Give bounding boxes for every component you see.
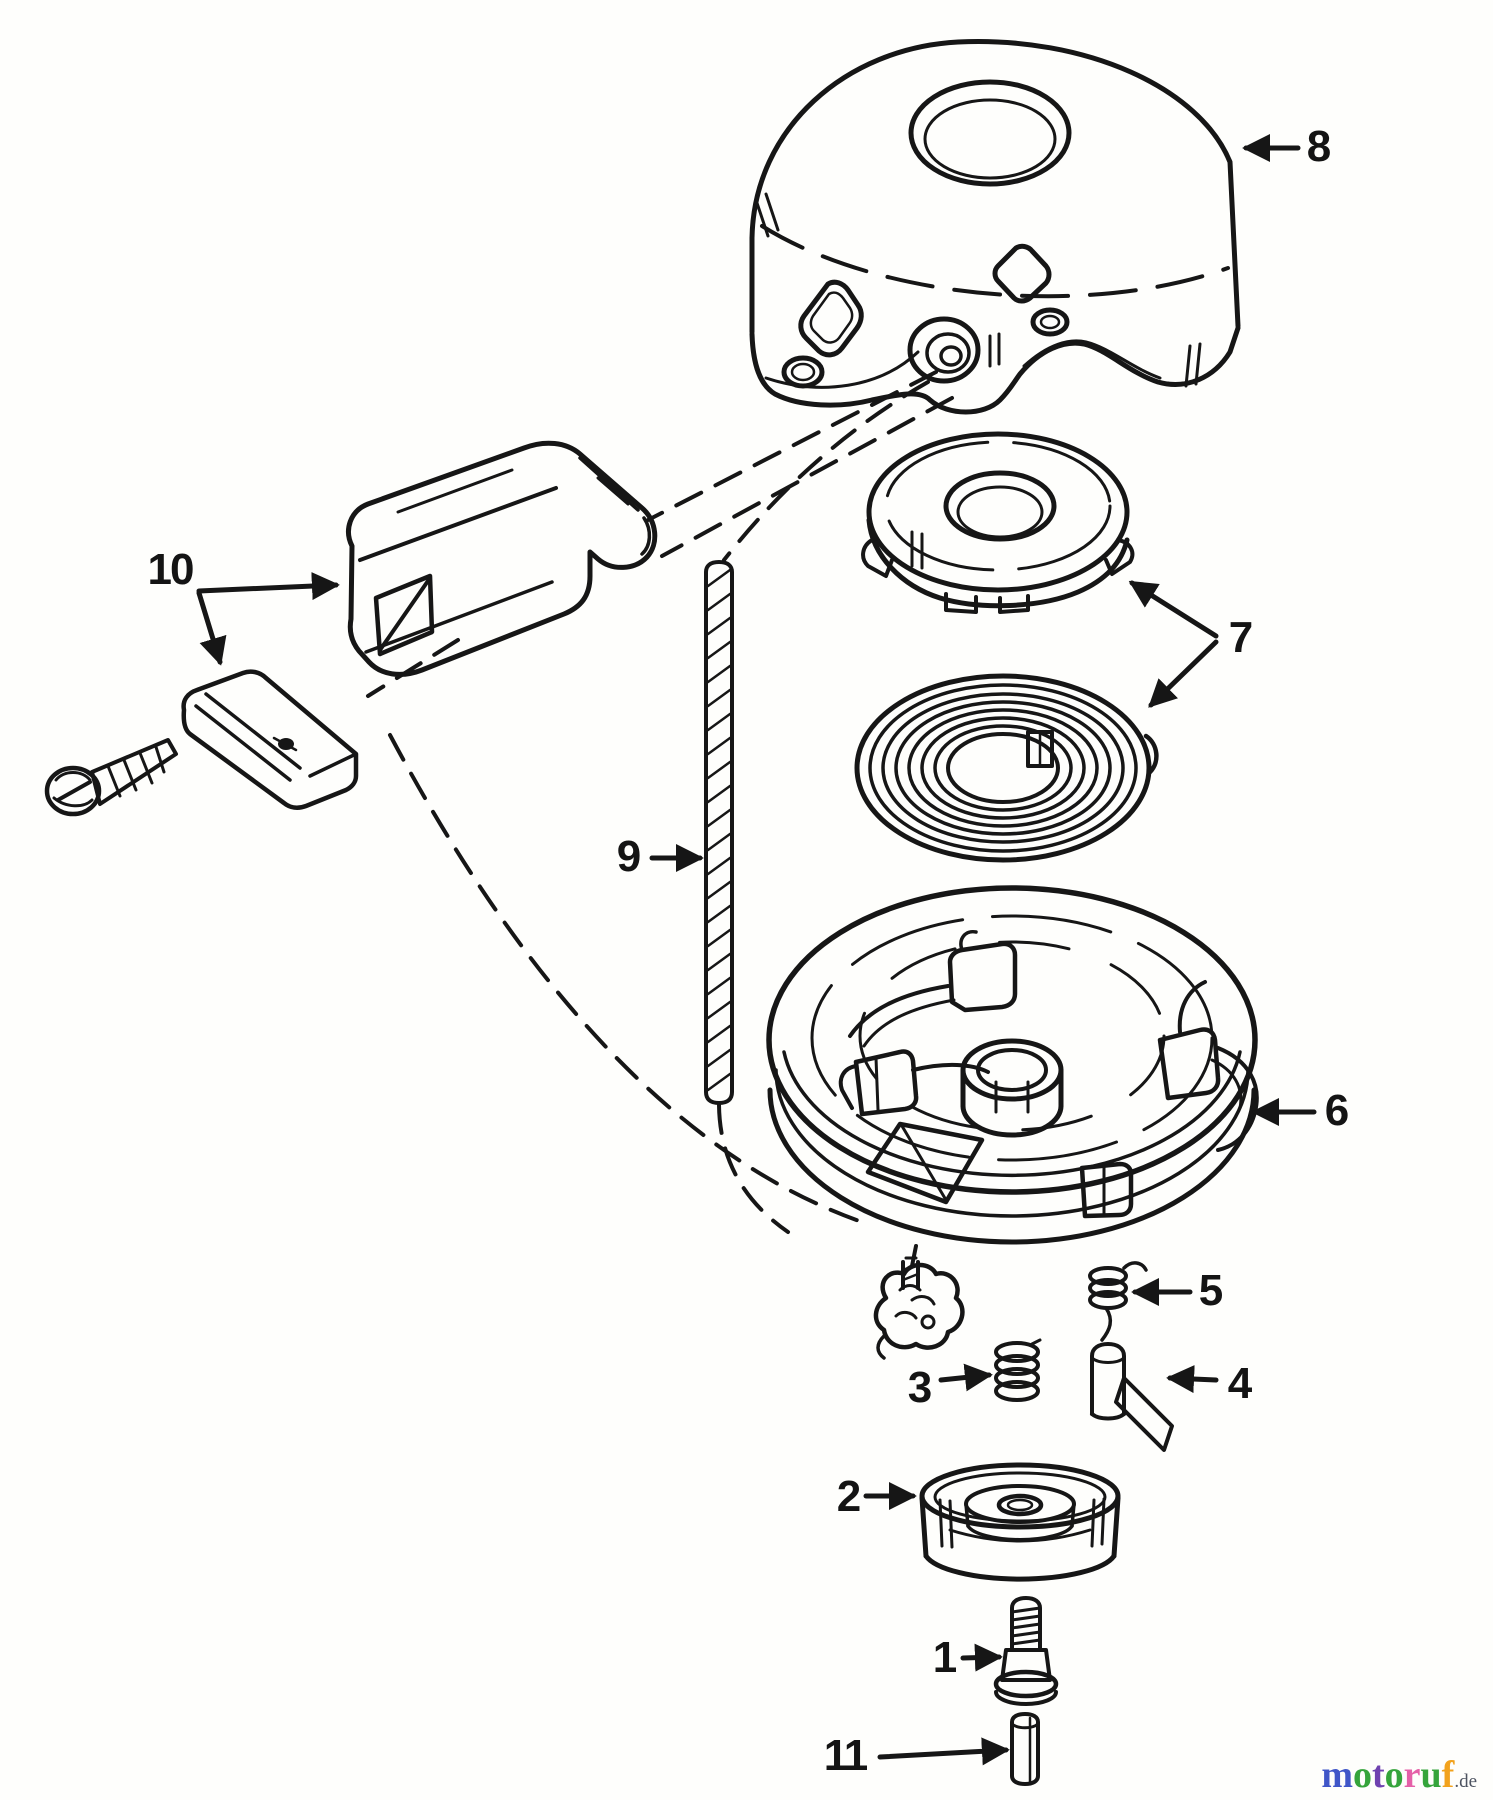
callout-6: 6 [1324, 1086, 1350, 1135]
logo-letter: o [1352, 1754, 1372, 1796]
housing-part-8 [749, 39, 1241, 415]
callout-4: 4 [1227, 1359, 1253, 1408]
logo-domain-suffix: .de [1454, 1771, 1477, 1792]
handle-part-10 [346, 440, 658, 677]
callout-2: 2 [836, 1472, 862, 1521]
logo-letter: o [1384, 1754, 1404, 1796]
arrow-to-part-11 [877, 1737, 1010, 1766]
logo-letter: f [1441, 1754, 1455, 1796]
callout-8: 8 [1306, 122, 1332, 171]
bracket-part-10 [181, 669, 359, 810]
callout-arrows [196, 134, 1317, 1766]
screw-part-10 [44, 738, 178, 817]
callout-9: 9 [616, 832, 642, 881]
callout-10: 10 [147, 545, 195, 594]
pawl-part-4 [1090, 1342, 1174, 1452]
logo-letter: t [1371, 1754, 1385, 1796]
recoil-spring-part-7 [854, 673, 1159, 863]
logo-letter: r [1403, 1754, 1421, 1796]
spring-part-3 [994, 1338, 1042, 1402]
callout-11: 11 [823, 1731, 868, 1780]
cam-part [873, 1256, 965, 1360]
pin-part-11 [1010, 1712, 1040, 1786]
drum-part-2 [919, 1462, 1121, 1582]
retainer-case-part-7 [861, 431, 1135, 614]
callout-1: 1 [932, 1633, 958, 1682]
logo-letter: u [1420, 1754, 1442, 1796]
arrow-to-part-10-bracket [196, 590, 227, 666]
logo-letter: m [1321, 1754, 1353, 1796]
bolt-part-1 [993, 1596, 1059, 1706]
motoruf-watermark-logo[interactable]: motoruf.de [1321, 1756, 1477, 1794]
arrow-to-part-10-handle [196, 572, 340, 601]
pulley-part-6 [766, 885, 1259, 1245]
spring-part-5 [1088, 1261, 1148, 1342]
arrow-to-part-3 [938, 1363, 993, 1392]
arrow-to-part-7-case [1128, 580, 1219, 639]
arrow-to-part-7-spring [1148, 639, 1219, 708]
arrow-to-part-1 [960, 1643, 1003, 1672]
callout-5: 5 [1198, 1266, 1224, 1315]
starter-rope-part-9 [704, 560, 734, 1105]
callout-3: 3 [907, 1363, 933, 1412]
assembly-dashed-lines [366, 370, 954, 1268]
arrow-to-part-4 [1166, 1365, 1219, 1394]
callout-7: 7 [1228, 613, 1254, 662]
